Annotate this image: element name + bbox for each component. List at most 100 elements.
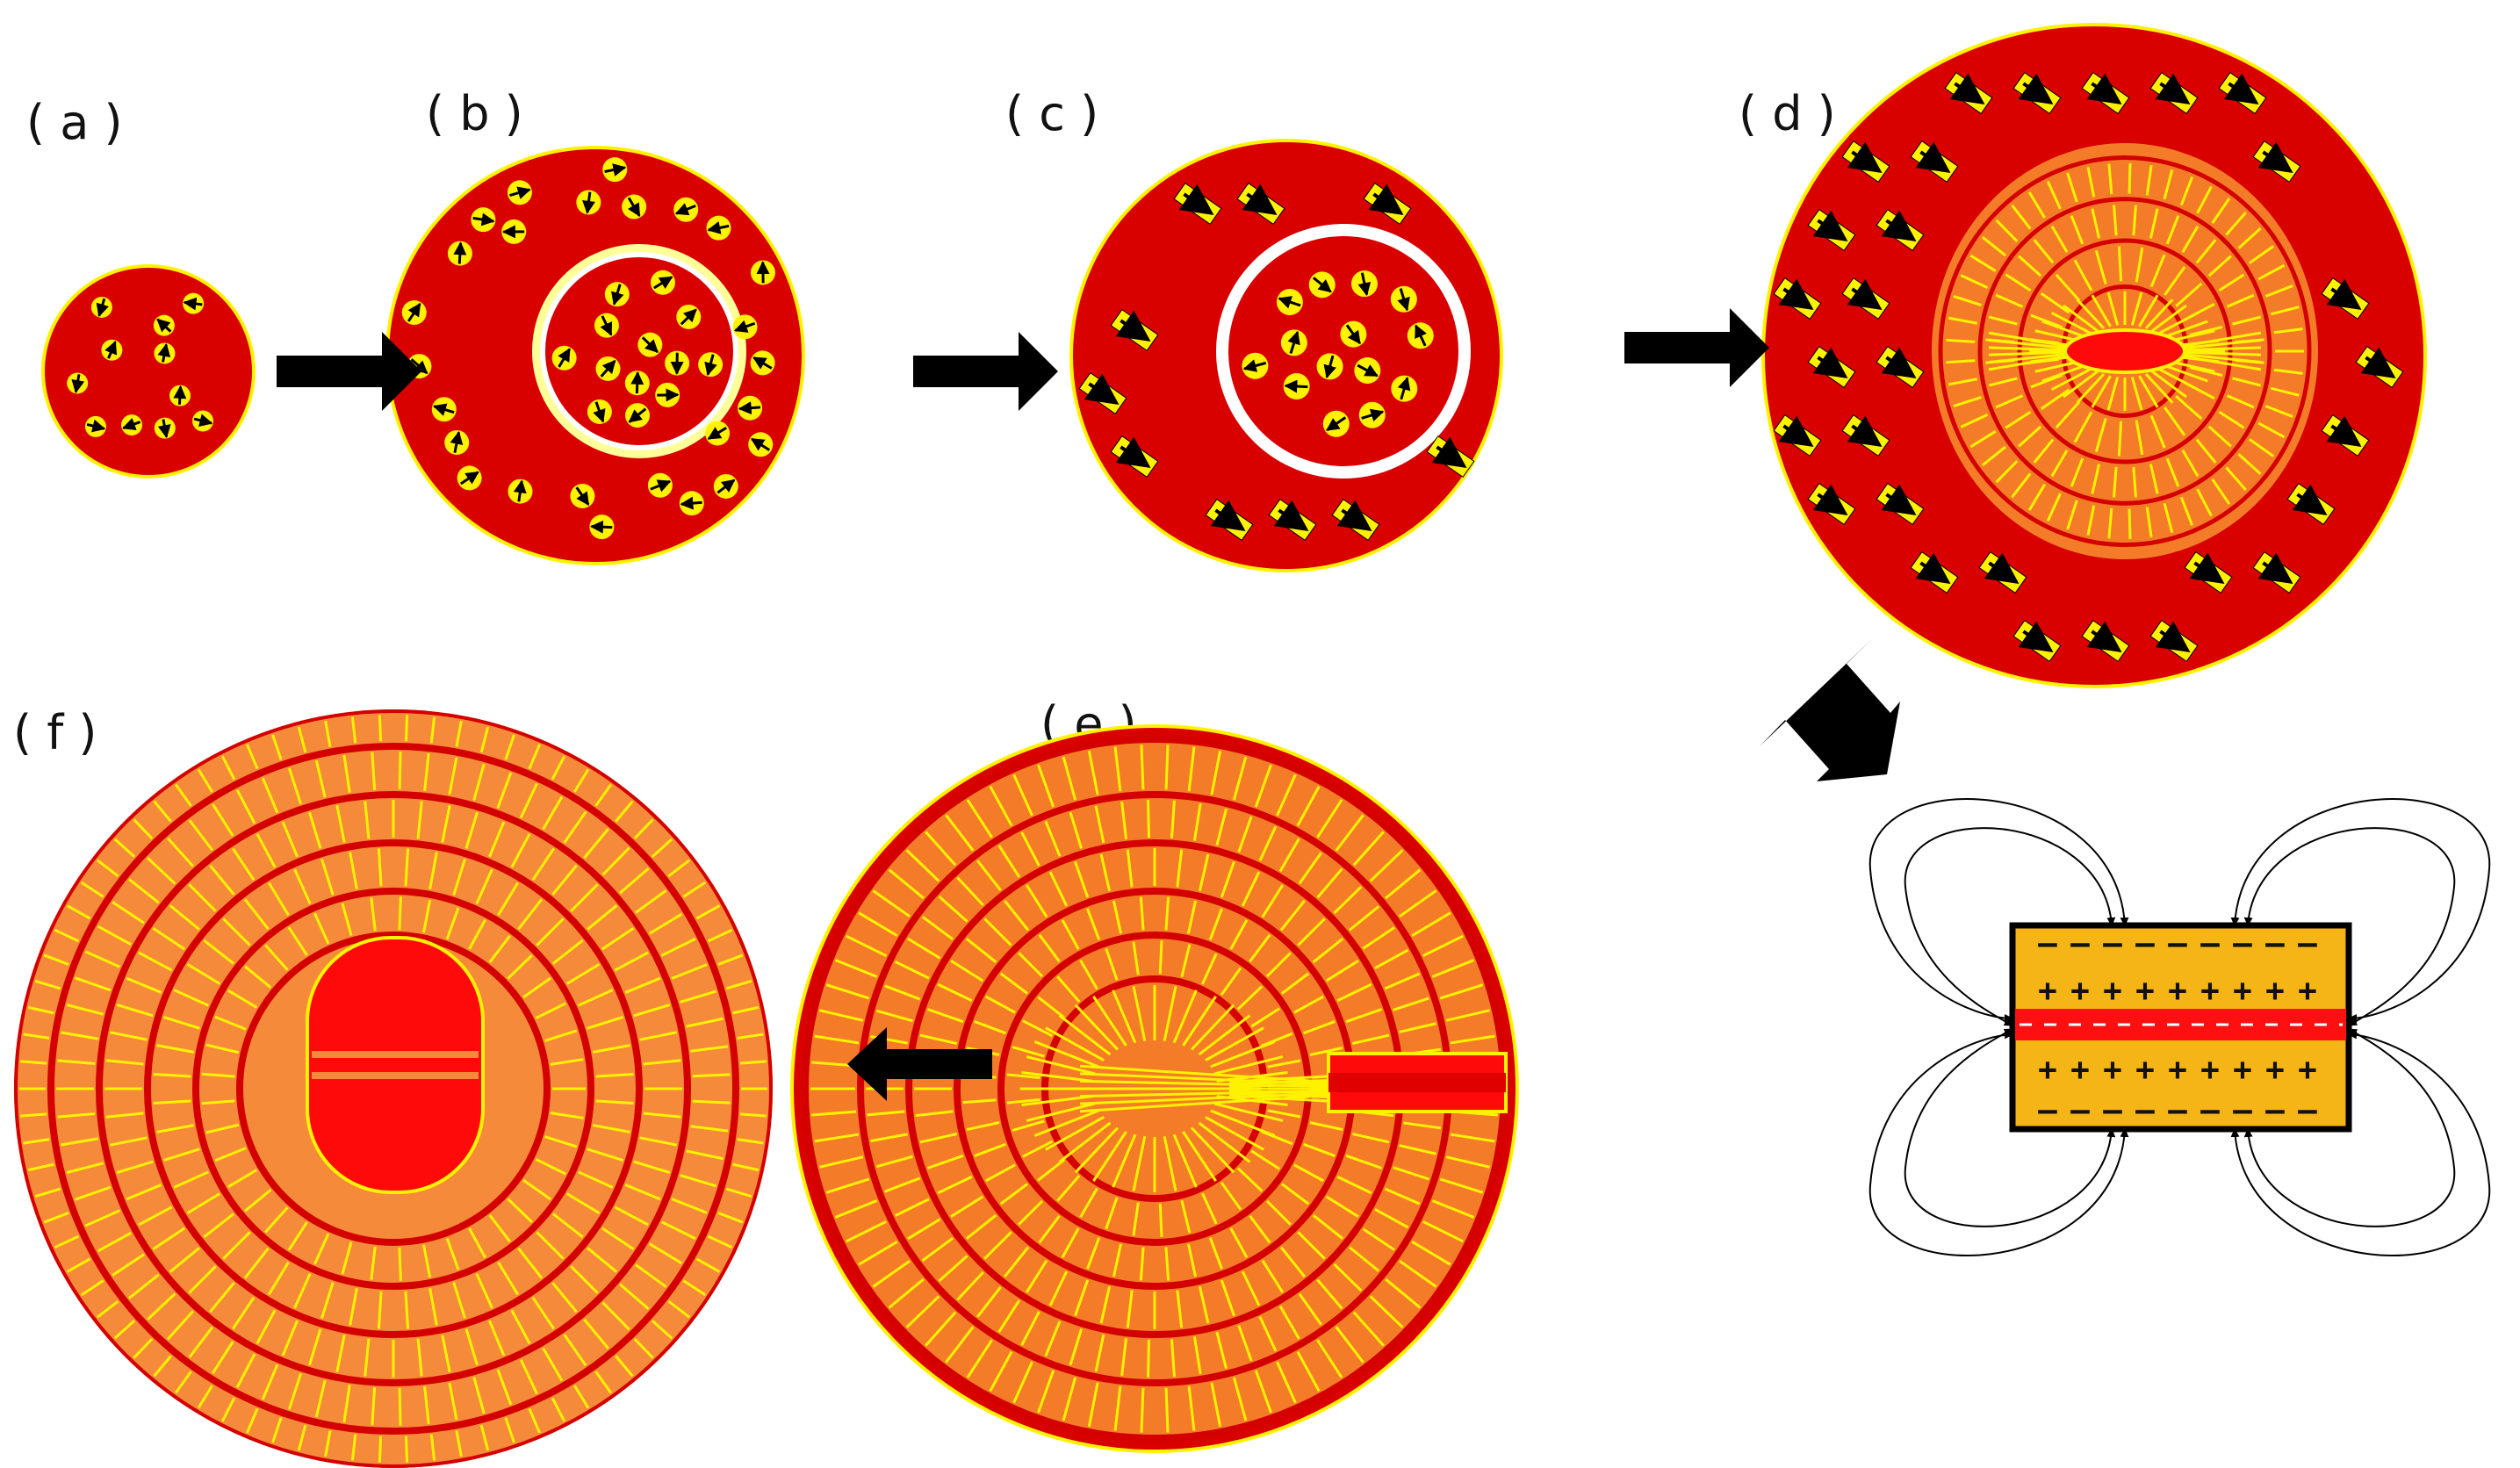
domain-wall (96, 791, 691, 1386)
arrow-icon (513, 479, 527, 502)
aligned-domain (1363, 182, 1412, 226)
arrow-icon (1415, 324, 1427, 347)
arrow-icon (1326, 416, 1347, 432)
domain-wall (47, 743, 739, 1435)
aligned-domain (2012, 71, 2062, 115)
aligned-domain (1173, 182, 1222, 226)
aligned-domain (1841, 140, 1890, 184)
panel-label-c: ( c ) (1005, 86, 1098, 141)
arrow-icon (674, 203, 696, 216)
arrow-icon (450, 430, 464, 453)
plus-charge: + (2233, 973, 2252, 1009)
arrow-e-to-f (847, 1027, 992, 1101)
arrow-icon (183, 297, 203, 311)
arrow-icon (1397, 376, 1411, 400)
arrow-icon (1357, 363, 1379, 378)
arrow-icon (716, 479, 736, 494)
plus-charge: + (2070, 973, 2090, 1009)
aligned-domain (2252, 550, 2301, 594)
plus-charge: + (2038, 973, 2057, 1009)
aligned-domain (1841, 277, 1890, 320)
minus-charge: – (2038, 925, 2057, 961)
minus-charge: – (2298, 925, 2317, 961)
plus-charge: + (2200, 1052, 2220, 1088)
arrow-icon (641, 336, 659, 354)
aligned-domain (1773, 277, 1822, 320)
aligned-domain (1268, 498, 1317, 542)
plus-charge: + (2168, 1052, 2187, 1088)
minus-charge: – (2298, 1092, 2317, 1128)
arrow-b-to-c (913, 332, 1058, 411)
aligned-domain (1876, 345, 1925, 389)
arrow-icon (707, 221, 730, 234)
arrow-icon (86, 419, 106, 433)
arrow-icon (1357, 272, 1372, 297)
panel-b-grain (385, 146, 805, 565)
aligned-domain (1841, 414, 1890, 457)
minus-charge: – (2233, 1092, 2252, 1128)
field-line (1904, 827, 2116, 1026)
plus-charge: + (2103, 973, 2122, 1009)
aligned-domain (1331, 498, 1380, 542)
aligned-domain (1807, 208, 1856, 252)
panel-d-grain (1761, 23, 2427, 688)
field-line (2243, 827, 2456, 1026)
arrow-icon (628, 407, 647, 423)
arrow-icon (627, 197, 641, 218)
minus-charge: – (2168, 925, 2187, 961)
panel-e-grain (790, 724, 1519, 1453)
aligned-domain (2252, 140, 2301, 184)
plus-charge: + (2233, 1052, 2252, 1088)
minus-charge: – (2038, 1092, 2057, 1128)
minus-charge: – (2233, 925, 2252, 961)
arrow-icon (733, 320, 756, 333)
arrow-icon (1361, 408, 1385, 422)
arrow-icon (707, 426, 728, 441)
field-line (1868, 1030, 2129, 1256)
aligned-domain (1807, 345, 1856, 389)
arrow-icon (453, 241, 467, 264)
arrow-icon (157, 419, 171, 439)
arrow-icon (558, 348, 571, 368)
aligned-domain (1910, 550, 1959, 594)
arrow-icon (1287, 330, 1300, 354)
aligned-domain (2321, 414, 2370, 457)
arrow-icon (1278, 296, 1301, 309)
field-line (1868, 798, 2129, 1023)
arrow-icon (589, 520, 613, 534)
aligned-domain (1773, 414, 1822, 457)
arrow-icon (472, 212, 495, 227)
arrow-icon (611, 284, 624, 306)
process-arrows (277, 308, 1900, 1101)
arrow-icon (680, 308, 697, 326)
panel-f-grain (14, 709, 773, 1468)
domain-wall (192, 888, 594, 1290)
plus-charge: + (2298, 1052, 2317, 1088)
aligned-domain (1910, 140, 1959, 184)
aligned-domain (2149, 71, 2199, 115)
aligned-domain (1236, 182, 1285, 226)
aligned-domain (1944, 71, 1993, 115)
panel-label-f: ( f ) (13, 705, 97, 760)
plus-charge: + (2038, 1052, 2057, 1088)
aligned-domain (1426, 435, 1475, 479)
panel-c-grain (1069, 139, 1503, 572)
aligned-domain (2081, 619, 2130, 663)
field-line (1904, 1028, 2116, 1227)
minus-charge: – (2135, 1092, 2155, 1128)
aligned-domain (1876, 208, 1925, 252)
arrow-icon (593, 401, 606, 423)
domain-wall (2017, 238, 2233, 464)
minus-charge: – (2135, 925, 2155, 961)
arrow-icon (680, 496, 702, 510)
arrow-icon (509, 186, 531, 199)
field-line (2230, 1030, 2491, 1256)
aligned-domain (2218, 71, 2267, 115)
panel-label-d: ( d ) (1739, 86, 1836, 141)
arrow-icon (71, 374, 85, 393)
aligned-domain (1978, 550, 2027, 594)
arrow-icon (122, 417, 141, 430)
arrow-icon (156, 318, 172, 333)
arrow-icon (459, 471, 479, 486)
minus-charge: – (2168, 1092, 2187, 1128)
